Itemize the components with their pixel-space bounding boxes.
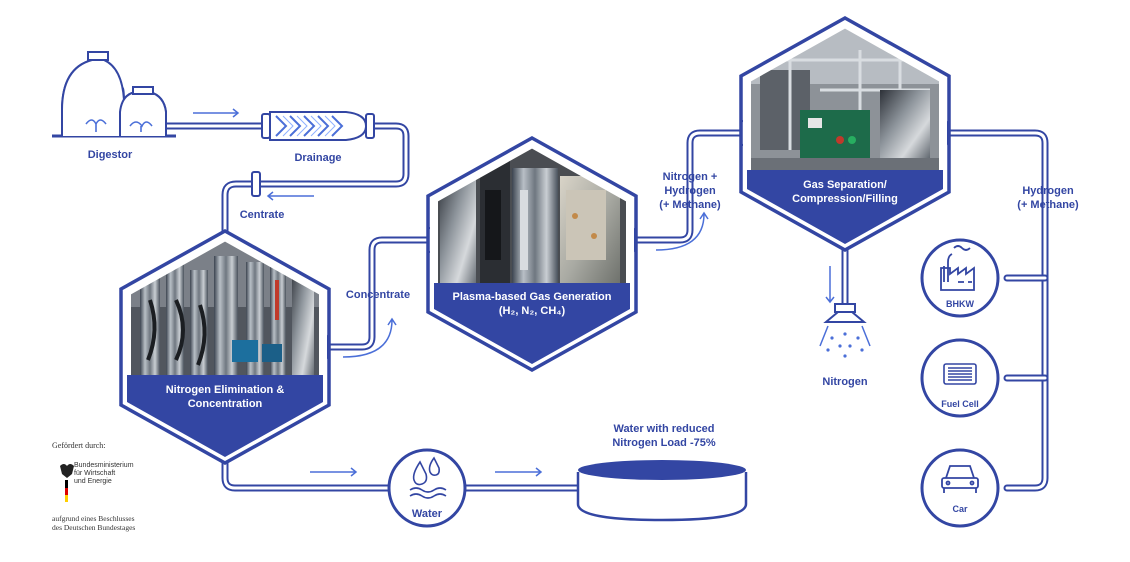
ministry-line2: für Wirtschaft bbox=[74, 470, 116, 477]
nitrogen-hydrogen-label-line1: Nitrogen + bbox=[663, 171, 718, 183]
bhkw-label: BHKW bbox=[946, 299, 974, 309]
digestor-label: Digestor bbox=[88, 149, 133, 161]
concentrate-label: Concentrate bbox=[346, 289, 410, 301]
water-basin bbox=[576, 460, 748, 522]
funding-suffix-line1: aufgrund eines Beschlusses bbox=[52, 514, 135, 523]
water-drops-icon bbox=[409, 456, 447, 499]
fuel-cell-label: Fuel Cell bbox=[941, 399, 979, 409]
hydrogen-methane-label-line1: Hydrogen bbox=[1022, 185, 1074, 197]
nitrogen-hydrogen-label-line3: (+ Methane) bbox=[659, 199, 721, 211]
flow-arrows bbox=[193, 108, 835, 477]
hexagon-separation-title-line1: Gas Separation/ bbox=[803, 179, 887, 191]
hexagon-separation-title-line2: Compression/Filling bbox=[792, 193, 898, 205]
pipe-network bbox=[146, 122, 1049, 492]
consumer-fuel-cell: Fuel Cell bbox=[920, 338, 1000, 418]
car-label: Car bbox=[952, 504, 968, 514]
filter-pipe-icon bbox=[269, 111, 368, 141]
factory-icon bbox=[940, 245, 975, 291]
consumer-car: Car bbox=[920, 448, 1000, 528]
ministry-line3: und Energie bbox=[74, 478, 112, 485]
consumer-bhkw: BHKW bbox=[920, 238, 1000, 318]
car-icon bbox=[941, 465, 979, 493]
centrate-label: Centrate bbox=[240, 209, 285, 221]
hexagon-plasma-title-line1: Plasma-based Gas Generation bbox=[453, 291, 612, 303]
eagle-emblem-icon bbox=[60, 464, 74, 502]
drainage-label: Drainage bbox=[294, 152, 341, 164]
water-reduced-label-line1: Water with reduced bbox=[613, 423, 714, 435]
fuel-cell-icon bbox=[943, 363, 977, 385]
ministry-logo: Bundesministerium für Wirtschaft und Ene… bbox=[56, 460, 146, 504]
hexagon-elimination-title-line1: Nitrogen Elimination & bbox=[166, 384, 285, 396]
ministry-line1: Bundesministerium bbox=[74, 462, 134, 469]
digestor-tanks-icon bbox=[52, 51, 176, 138]
funding-suffix-line2: des Deutschen Bundestages bbox=[52, 523, 136, 532]
nitrogen-output-label: Nitrogen bbox=[822, 376, 868, 388]
water-label: Water bbox=[412, 508, 443, 520]
hexagon-plasma-title-line2: (H₂, N₂, CH₄) bbox=[499, 305, 566, 317]
hexagon-elimination-title-line2: Concentration bbox=[188, 398, 263, 410]
hexagon-plasma-generation: Plasma-based Gas Generation (H₂, N₂, CH₄… bbox=[426, 135, 638, 373]
hexagon-nitrogen-elimination: Nitrogen Elimination & Concentration bbox=[119, 228, 331, 466]
funding-prefix: Gefördert durch: bbox=[52, 441, 106, 450]
water-reduced-label-line2: Nitrogen Load -75% bbox=[612, 437, 716, 449]
hydrogen-methane-label-line2: (+ Methane) bbox=[1017, 199, 1079, 211]
spray-nozzle-icon bbox=[819, 303, 871, 358]
nitrogen-hydrogen-label-line2: Hydrogen bbox=[664, 185, 716, 197]
water-node: Water bbox=[387, 448, 467, 528]
hexagon-gas-separation: Gas Separation/ Compression/Filling bbox=[739, 15, 951, 253]
